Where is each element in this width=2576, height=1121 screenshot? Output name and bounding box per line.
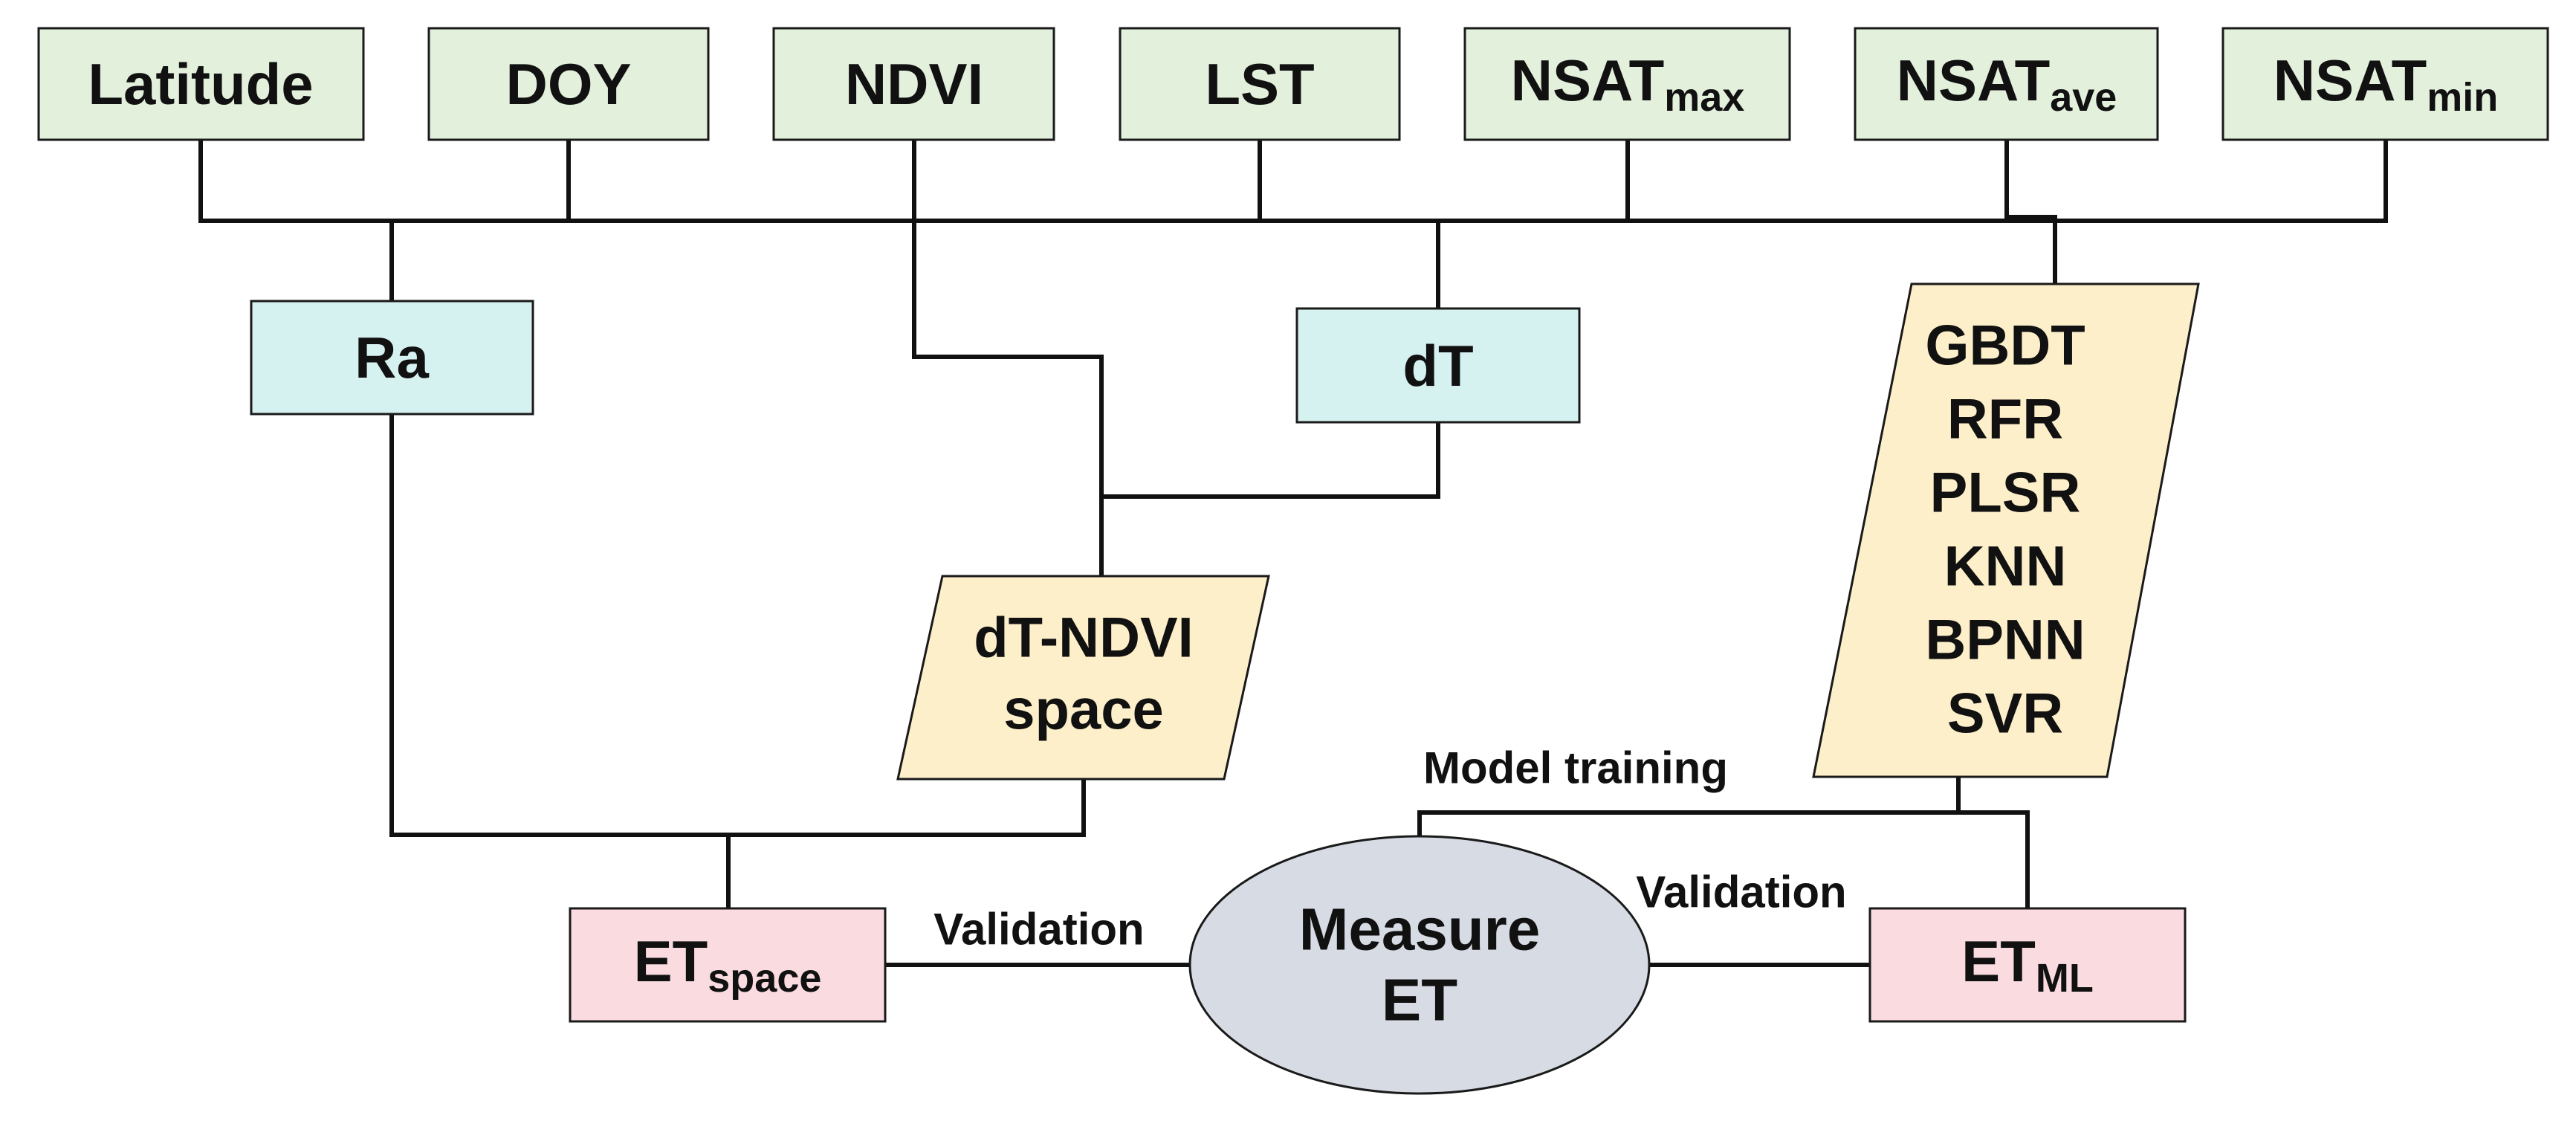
input-nsat-max: NSATmax xyxy=(1463,27,1791,141)
dt-ndvi-space-line1: dT-NDVI xyxy=(974,607,1194,670)
input-latitude: Latitude xyxy=(37,27,365,141)
validation-left-label: Validation xyxy=(933,905,1144,954)
measure-et-line1: Measure xyxy=(1299,897,1541,963)
model-item-svr: SVR xyxy=(1947,682,2063,746)
training-link xyxy=(1417,810,2030,911)
output-et-ml: ETML xyxy=(1868,907,2187,1023)
et-ml-label: ETML xyxy=(1961,928,2094,1001)
input-nsat-max-label: NSATmax xyxy=(1511,48,1745,120)
model-item-gbdt: GBDT xyxy=(1925,314,2085,378)
dt-ndvi-space: dT-NDVI space xyxy=(896,575,1270,781)
et-ml-sub: ML xyxy=(2036,956,2094,1001)
input-nsat-min-label: NSATmin xyxy=(2274,48,2499,120)
model-list: GBDT RFR PLSR KNN BPNN SVR xyxy=(1925,314,2085,746)
et-space-sub: space xyxy=(708,956,821,1001)
et-space-base: ET xyxy=(634,928,708,994)
nsat-ave-base: NSAT xyxy=(1897,48,2051,113)
model-item-knn: KNN xyxy=(1944,535,2067,598)
nsat-ave-sub: ave xyxy=(2050,75,2117,120)
dt-ndvi-space-line2: space xyxy=(1003,679,1164,742)
nsat-min-sub: min xyxy=(2427,75,2498,120)
input-nsat-min: NSATmin xyxy=(2221,27,2549,141)
measure-et-line2: ET xyxy=(1382,967,1457,1033)
dt-to-space xyxy=(1099,420,1440,499)
dt-label: dT xyxy=(1402,333,1473,398)
validation-right-label: Validation xyxy=(1636,868,1846,917)
input-doy: DOY xyxy=(427,27,710,141)
nsat-max-base: NSAT xyxy=(1511,48,1665,113)
model-item-bpnn: BPNN xyxy=(1925,609,2085,672)
input-nsat-ave-label: NSATave xyxy=(1897,48,2117,120)
nsat-min-base: NSAT xyxy=(2274,48,2427,113)
model-item-plsr: PLSR xyxy=(1930,462,2081,525)
connectors xyxy=(198,138,2388,967)
bus-to-models xyxy=(2004,215,2057,286)
model-training-label: Model training xyxy=(1423,743,1728,793)
et-space-label: ETspace xyxy=(634,928,822,1001)
nsat-max-sub: max xyxy=(1664,75,1744,120)
input-doy-label: DOY xyxy=(505,51,631,117)
ra-label: Ra xyxy=(355,325,429,390)
model-item-rfr: RFR xyxy=(1947,388,2063,451)
input-ndvi-label: NDVI xyxy=(845,51,983,117)
input-lst: LST xyxy=(1119,27,1401,141)
intermediate-ra: Ra xyxy=(250,300,534,416)
measure-et: Measure ET xyxy=(1188,835,1651,1095)
ndvi-to-space xyxy=(912,138,1104,578)
input-ndvi: NDVI xyxy=(772,27,1055,141)
et-ml-base: ET xyxy=(1961,928,2036,994)
intermediate-dt: dT xyxy=(1295,307,1581,424)
input-lst-label: LST xyxy=(1205,51,1314,117)
input-nsat-ave: NSATave xyxy=(1854,27,2159,141)
ml-models: GBDT RFR PLSR KNN BPNN SVR xyxy=(1812,282,2200,778)
ra-to-etspace xyxy=(389,412,1086,837)
input-latitude-label: Latitude xyxy=(88,51,313,117)
output-et-space: ETspace xyxy=(569,907,887,1023)
